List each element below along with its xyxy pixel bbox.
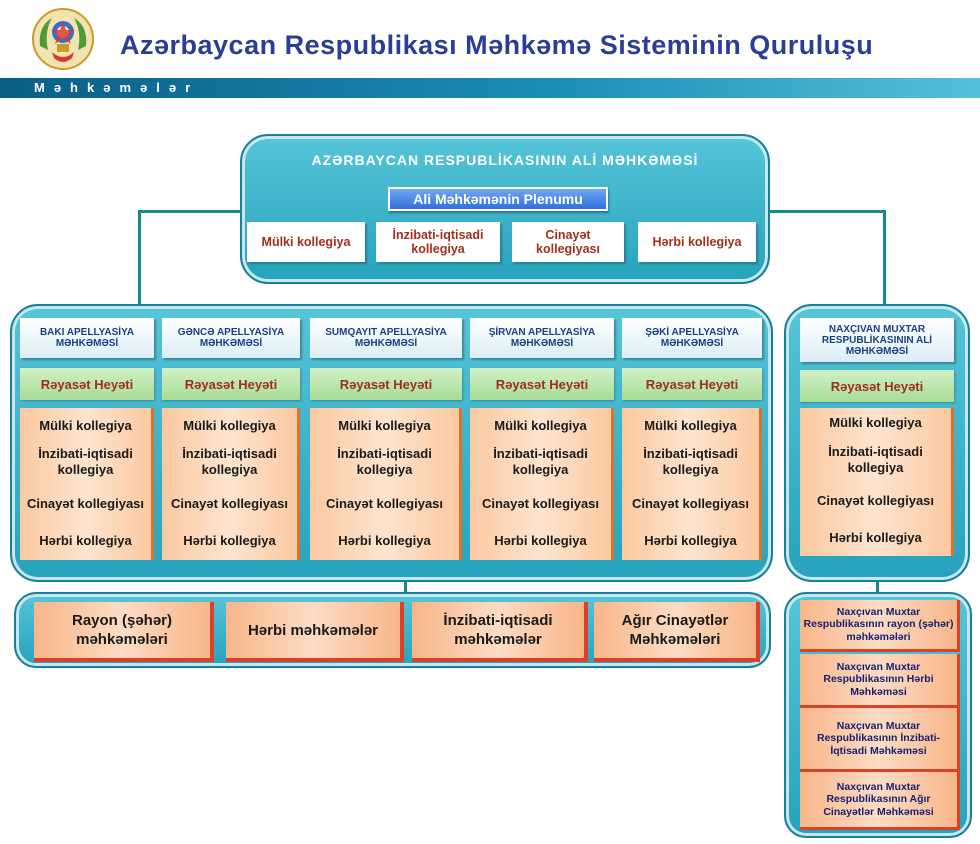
appeal-court-title: BAKI APELLYASİYA MƏHKƏMƏSİ <box>20 318 154 358</box>
connector-appeal-lower <box>404 580 407 596</box>
college-admin: İnzibati-iqtisadi kollegiya <box>38 446 133 477</box>
nakhchivan-courts-panel: Naxçıvan Muxtar Respublikasının rayon (ş… <box>784 592 972 838</box>
college-admin: İnzibati-iqtisadi kollegiya <box>493 446 588 477</box>
supreme-court-panel: AZƏRBAYCAN RESPUBLİKASININ ALİ MƏHKƏMƏSİ… <box>240 134 770 284</box>
appeal-court-title: SUMQAYIT APELLYASİYA MƏHKƏMƏSİ <box>310 318 462 358</box>
college-military: Hərbi kollegiya <box>338 533 431 548</box>
nakhchivan-supreme-title: NAXÇIVAN MUXTAR RESPUBLİKASININ ALİ MƏHK… <box>800 318 954 362</box>
plenum-button[interactable]: Ali Məhkəmənin Plenumu <box>388 187 608 211</box>
section-bar <box>0 78 980 98</box>
section-label: Məhkəmələr <box>34 80 200 95</box>
appeal-court-presidium: Rəyasət Heyəti <box>622 368 762 400</box>
nax-college-military: Hərbi kollegiya <box>829 530 922 545</box>
appeal-court-presidium: Rəyasət Heyəti <box>310 368 462 400</box>
supreme-college-civil: Mülki kollegiya <box>247 222 365 262</box>
college-criminal: Cinayət kollegiyası <box>26 496 145 511</box>
connector-left-v <box>138 210 141 308</box>
appeal-court-title: ŞİRVAN APELLYASİYA MƏHKƏMƏSİ <box>470 318 614 358</box>
nax-college-civil: Mülki kollegiya <box>829 415 922 430</box>
nakhchivan-colleges: Mülki kollegiya İnzibati-iqtisadi kolleg… <box>800 408 954 556</box>
nakhchivan-court-admin[interactable]: Naxçıvan Muxtar Respublikasının İnzibati… <box>800 708 960 772</box>
appeal-court-presidium: Rəyasət Heyəti <box>20 368 154 400</box>
college-admin: İnzibati-iqtisadi kollegiya <box>337 446 432 477</box>
college-admin: İnzibati-iqtisadi kollegiya <box>643 446 738 477</box>
college-criminal: Cinayət kollegiyası <box>481 496 600 511</box>
nax-college-criminal: Cinayət kollegiyası <box>816 493 935 508</box>
college-admin: İnzibati-iqtisadi kollegiya <box>182 446 277 477</box>
appeal-court-presidium: Rəyasət Heyəti <box>470 368 614 400</box>
azerbaijan-emblem-icon <box>32 8 94 70</box>
connector-right-v <box>883 210 886 308</box>
nakhchivan-court-military[interactable]: Naxçıvan Muxtar Respublikasının Hərbi Mə… <box>800 654 960 708</box>
college-military: Hərbi kollegiya <box>183 533 276 548</box>
college-military: Hərbi kollegiya <box>644 533 737 548</box>
college-civil: Mülki kollegiya <box>494 418 587 433</box>
college-civil: Mülki kollegiya <box>183 418 276 433</box>
supreme-college-criminal: Cinayət kollegiyası <box>512 222 624 262</box>
supreme-college-military: Hərbi kollegiya <box>638 222 756 262</box>
nax-college-admin: İnzibati-iqtisadi kollegiya <box>828 444 923 475</box>
supreme-court-title: AZƏRBAYCAN RESPUBLİKASININ ALİ MƏHKƏMƏSİ <box>311 152 699 168</box>
connector-nax-lower <box>876 580 879 596</box>
lower-courts-panel: Rayon (şəhər) məhkəmələri Hərbi məhkəməl… <box>14 592 771 668</box>
lower-court-grave-crimes[interactable]: Ağır Cinayətlər Məhkəmələri <box>594 602 760 662</box>
lower-court-admin[interactable]: İnzibati-iqtisadi məhkəmələr <box>412 602 588 662</box>
nakhchivan-court-grave-crimes[interactable]: Naxçıvan Muxtar Respublikasının Ağır Cin… <box>800 772 960 830</box>
appeal-court-title: ŞƏKİ APELLYASİYA MƏHKƏMƏSİ <box>622 318 762 358</box>
lower-court-military[interactable]: Hərbi məhkəmələr <box>226 602 404 662</box>
college-criminal: Cinayət kollegiyası <box>325 496 444 511</box>
college-civil: Mülki kollegiya <box>644 418 737 433</box>
college-civil: Mülki kollegiya <box>338 418 431 433</box>
college-criminal: Cinayət kollegiyası <box>631 496 750 511</box>
college-criminal: Cinayət kollegiyası <box>170 496 289 511</box>
connector-right-h <box>762 210 886 213</box>
page-title: Azərbaycan Respublikası Məhkəmə Sistemin… <box>120 30 874 60</box>
nakhchivan-supreme-panel: NAXÇIVAN MUXTAR RESPUBLİKASININ ALİ MƏHK… <box>784 304 970 582</box>
nakhchivan-presidium: Rəyasət Heyəti <box>800 370 954 402</box>
college-civil: Mülki kollegiya <box>39 418 132 433</box>
connector-left-h <box>138 210 250 213</box>
appeal-court-title: GƏNCƏ APELLYASİYA MƏHKƏMƏSİ <box>162 318 300 358</box>
college-military: Hərbi kollegiya <box>39 533 132 548</box>
lower-court-district[interactable]: Rayon (şəhər) məhkəmələri <box>34 602 214 662</box>
college-military: Hərbi kollegiya <box>494 533 587 548</box>
supreme-college-admin: İnzibati-iqtisadi kollegiya <box>376 222 500 262</box>
appeal-court-presidium: Rəyasət Heyəti <box>162 368 300 400</box>
nakhchivan-court-district[interactable]: Naxçıvan Muxtar Respublikasının rayon (ş… <box>800 600 960 652</box>
